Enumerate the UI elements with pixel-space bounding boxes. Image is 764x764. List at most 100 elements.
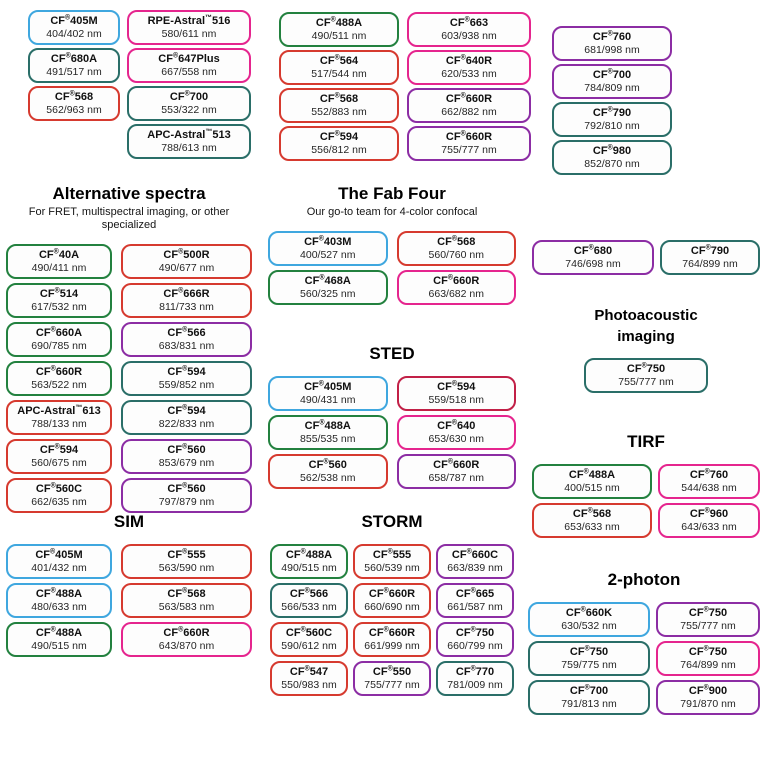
- dye-name: CF®500R: [163, 248, 210, 261]
- dye-name: CF®566: [167, 326, 206, 339]
- dye-ex-em: 755/777 nm: [680, 620, 736, 632]
- dye-name: CF®405M: [50, 14, 98, 27]
- dye-name: CF®594: [39, 443, 79, 456]
- dye-ex-em: 620/533 nm: [441, 68, 497, 80]
- dye-name: CF®980: [592, 144, 632, 157]
- dye-ex-em: 562/963 nm: [46, 104, 102, 116]
- dye-ex-em: 653/630 nm: [428, 433, 484, 445]
- group-fab-four: The Fab Four Our go-to team for 4-color …: [268, 184, 516, 305]
- dye-name: CF®405M: [35, 548, 83, 561]
- dye-ex-em: 400/515 nm: [564, 482, 620, 494]
- dye-ex-em: 791/870 nm: [680, 698, 736, 710]
- dye-ex-em: 788/133 nm: [31, 418, 87, 430]
- dye-ex-em: 662/882 nm: [441, 106, 497, 118]
- group-alternative-spectra: Alternative spectra For FRET, multispect…: [6, 184, 252, 513]
- storm-title: STORM: [361, 512, 423, 531]
- dye-ex-em: 764/899 nm: [682, 258, 738, 270]
- dye-ex-em: 404/402 nm: [46, 28, 102, 40]
- dye-name: CF®663: [449, 16, 489, 29]
- dye-name: CF®468A: [304, 274, 351, 287]
- dye-name: RPE-Astral™516: [147, 14, 231, 27]
- dye-ex-em: 781/009 nm: [447, 679, 503, 691]
- dye-ex-em: 784/809 nm: [584, 82, 640, 94]
- dye-name: CF®488A: [35, 626, 83, 639]
- dye-name: CF®960: [689, 507, 729, 520]
- dye-name: CF®488A: [568, 468, 616, 481]
- dye-name: CF®665: [455, 587, 495, 600]
- dye-name: CF®594: [167, 365, 206, 378]
- sted-title: STED: [369, 344, 415, 363]
- dye-ex-em: 630/532 nm: [561, 620, 617, 632]
- dye-ex-em: 755/777 nm: [441, 144, 497, 156]
- dye-name: CF®660R: [445, 92, 493, 105]
- dye-name: CF®547: [289, 665, 329, 678]
- dye-ex-em: 556/812 nm: [311, 144, 367, 156]
- dye-name: CF®594: [319, 130, 359, 143]
- fab-four-subtitle: Our go-to team for 4-color confocal: [306, 206, 478, 218]
- dye-name: CF®568: [54, 90, 94, 103]
- dye-name: CF®640: [437, 419, 476, 432]
- dye-ex-em: 746/698 nm: [565, 258, 621, 270]
- dye-name: CF®660R: [433, 458, 480, 471]
- dye-ex-em: 563/590 nm: [158, 562, 215, 574]
- alternative-spectra-subtitle: For FRET, multispectral imaging, or othe…: [28, 206, 230, 231]
- dye-ex-em: 552/883 nm: [311, 106, 367, 118]
- dye-ex-em: 662/635 nm: [31, 496, 87, 508]
- dye-ex-em: 400/527 nm: [300, 249, 356, 261]
- dye-ex-em: 480/633 nm: [31, 601, 87, 613]
- dye-ex-em: 663/682 nm: [428, 288, 484, 300]
- dye-name: CF®660R: [163, 626, 210, 639]
- tirf-title: TIRF: [627, 432, 665, 451]
- dye-name: CF®564: [319, 54, 359, 67]
- dye-name: CF®790: [690, 244, 730, 257]
- dye-ex-em: 563/583 nm: [158, 601, 215, 613]
- dye-ex-em: 822/833 nm: [158, 418, 215, 430]
- dye-name: CF®770: [455, 665, 495, 678]
- dye-ex-em: 559/852 nm: [158, 379, 215, 391]
- dye-ex-em: 401/432 nm: [31, 562, 87, 574]
- dye-ex-em: 562/538 nm: [300, 472, 356, 484]
- dye-ex-em: 517/544 nm: [311, 68, 367, 80]
- dye-name: CF®555: [372, 548, 412, 561]
- dye-name: CF®405M: [304, 380, 352, 393]
- 2-photon-title: 2-photon: [607, 570, 681, 589]
